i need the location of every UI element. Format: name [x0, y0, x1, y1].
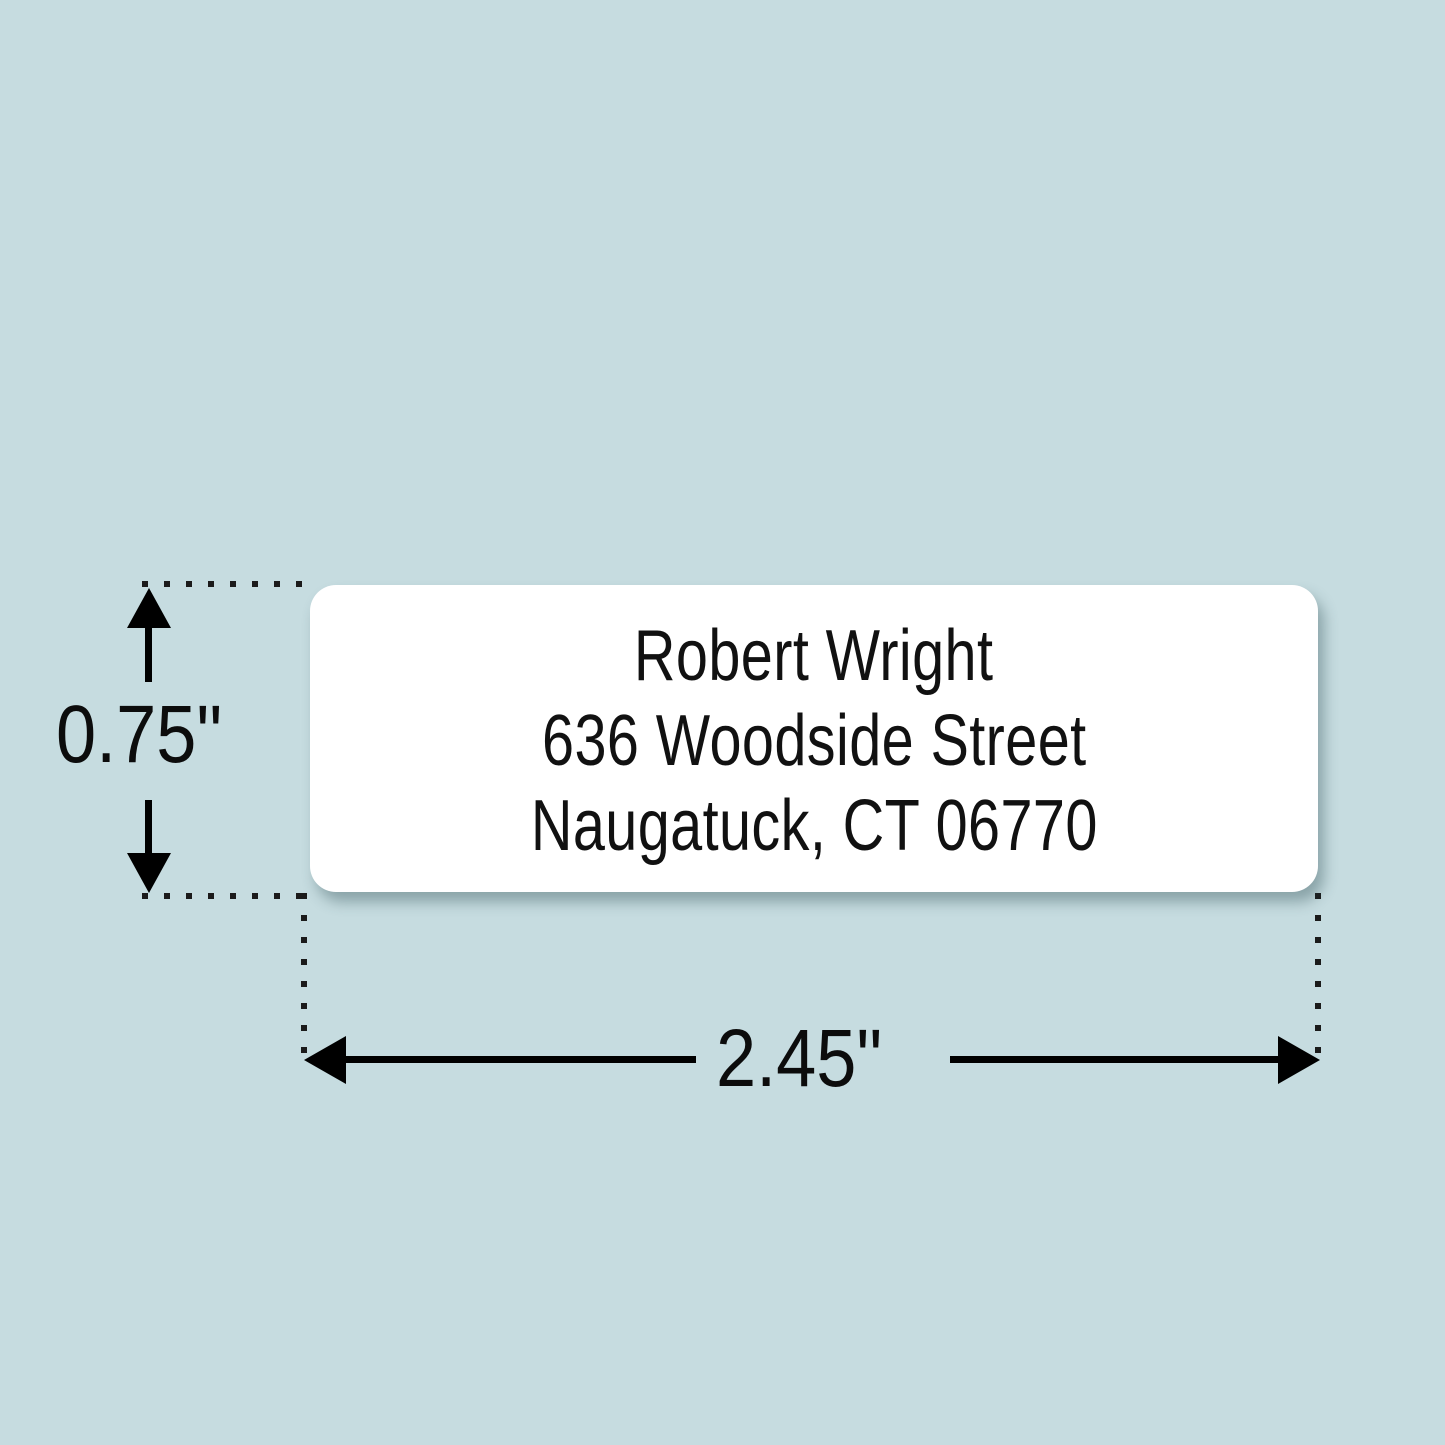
arrow-head-up-icon [127, 588, 171, 628]
arrow-head-left-icon [304, 1036, 346, 1084]
dimension-height-label: 0.75" [56, 689, 223, 780]
arrow-shaft-up [145, 626, 152, 682]
arrow-shaft-right [950, 1056, 1280, 1063]
arrow-head-right-icon [1278, 1036, 1320, 1084]
address-line-city-state-zip: Naugatuck, CT 06770 [530, 786, 1098, 866]
address-line-street: 636 Woodside Street [541, 701, 1087, 781]
arrow-shaft-left [344, 1056, 696, 1063]
dimension-width-label: 2.45" [716, 1013, 883, 1104]
guide-line-right-vertical [1315, 893, 1321, 1065]
arrow-shaft-down [145, 800, 152, 856]
guide-line-left-vertical [301, 893, 307, 1065]
address-label-card[interactable]: Robert Wright 636 Woodside Street Naugat… [310, 585, 1318, 892]
guide-line-top-horizontal [142, 581, 310, 587]
guide-line-bottom-horizontal [142, 893, 310, 899]
address-line-name: Robert Wright [634, 616, 994, 696]
arrow-head-down-icon [127, 853, 171, 893]
